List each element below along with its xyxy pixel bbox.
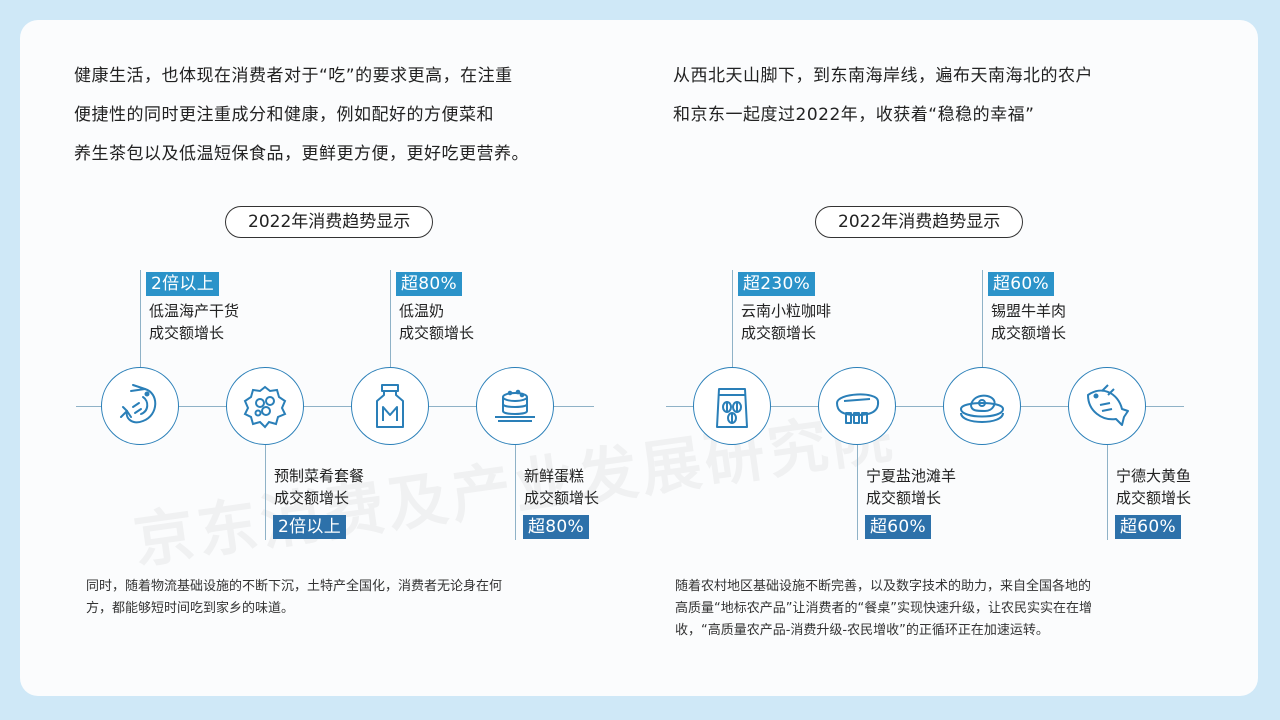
left-item-1-value: 2倍以上: [146, 272, 220, 296]
right-note: 随着农村地区基础设施不断完善，以及数字技术的助力，来自全国各地的 高质量“地标农…: [675, 579, 1092, 638]
right-intro: 从西北天山脚下，到东南海岸线，遍布天南海北的农户 和京东一起度过2022年，收获…: [673, 66, 1093, 125]
left-item-3-value: 超80%: [396, 272, 462, 296]
right-item-3-value: 超60%: [988, 272, 1054, 296]
right-item-3-label: 锡盟牛羊肉成交额增长: [991, 302, 1067, 342]
cake-icon: [476, 367, 554, 445]
fish-icon: [1068, 367, 1146, 445]
left-intro: 健康生活，也体现在消费者对于“吃”的要求更高，在注重 便捷性的同时更注重成分和健…: [74, 66, 529, 164]
steak-icon: [943, 367, 1021, 445]
right-item-1-value: 超230%: [738, 272, 816, 296]
right-item-4-label: 宁德大黄鱼成交额增长: [1116, 467, 1192, 507]
lamb-ribs-icon: [818, 367, 896, 445]
shrimp-icon: [101, 367, 179, 445]
left-item-1-label: 低温海产干货成交额增长: [149, 302, 240, 342]
left-item-4-value: 超80%: [523, 515, 589, 539]
right-timeline: [666, 406, 1184, 407]
right-section-title: 2022年消费趋势显示: [815, 206, 1024, 238]
content-card: [20, 20, 1258, 696]
left-note: 同时，随着物流基础设施的不断下沉，土特产全国化，消费者无论身在何 方，都能够短时…: [86, 579, 503, 616]
left-item-2-value: 2倍以上: [273, 515, 347, 539]
right-item-2-label: 宁夏盐池滩羊成交额增长: [866, 467, 957, 507]
right-item-1-label: 云南小粒咖啡成交额增长: [741, 302, 832, 342]
right-item-2-value: 超60%: [865, 515, 931, 539]
left-item-2-label: 预制菜肴套餐成交额增长: [274, 467, 365, 507]
left-item-4-label: 新鲜蛋糕成交额增长: [524, 467, 600, 507]
left-item-3-label: 低温奶成交额增长: [399, 302, 475, 342]
milk-bottle-icon: [351, 367, 429, 445]
broccoli-icon: [226, 367, 304, 445]
left-timeline: [76, 406, 594, 407]
left-section-title: 2022年消费趋势显示: [225, 206, 434, 238]
coffee-bag-icon: [693, 367, 771, 445]
right-item-4-value: 超60%: [1115, 515, 1181, 539]
